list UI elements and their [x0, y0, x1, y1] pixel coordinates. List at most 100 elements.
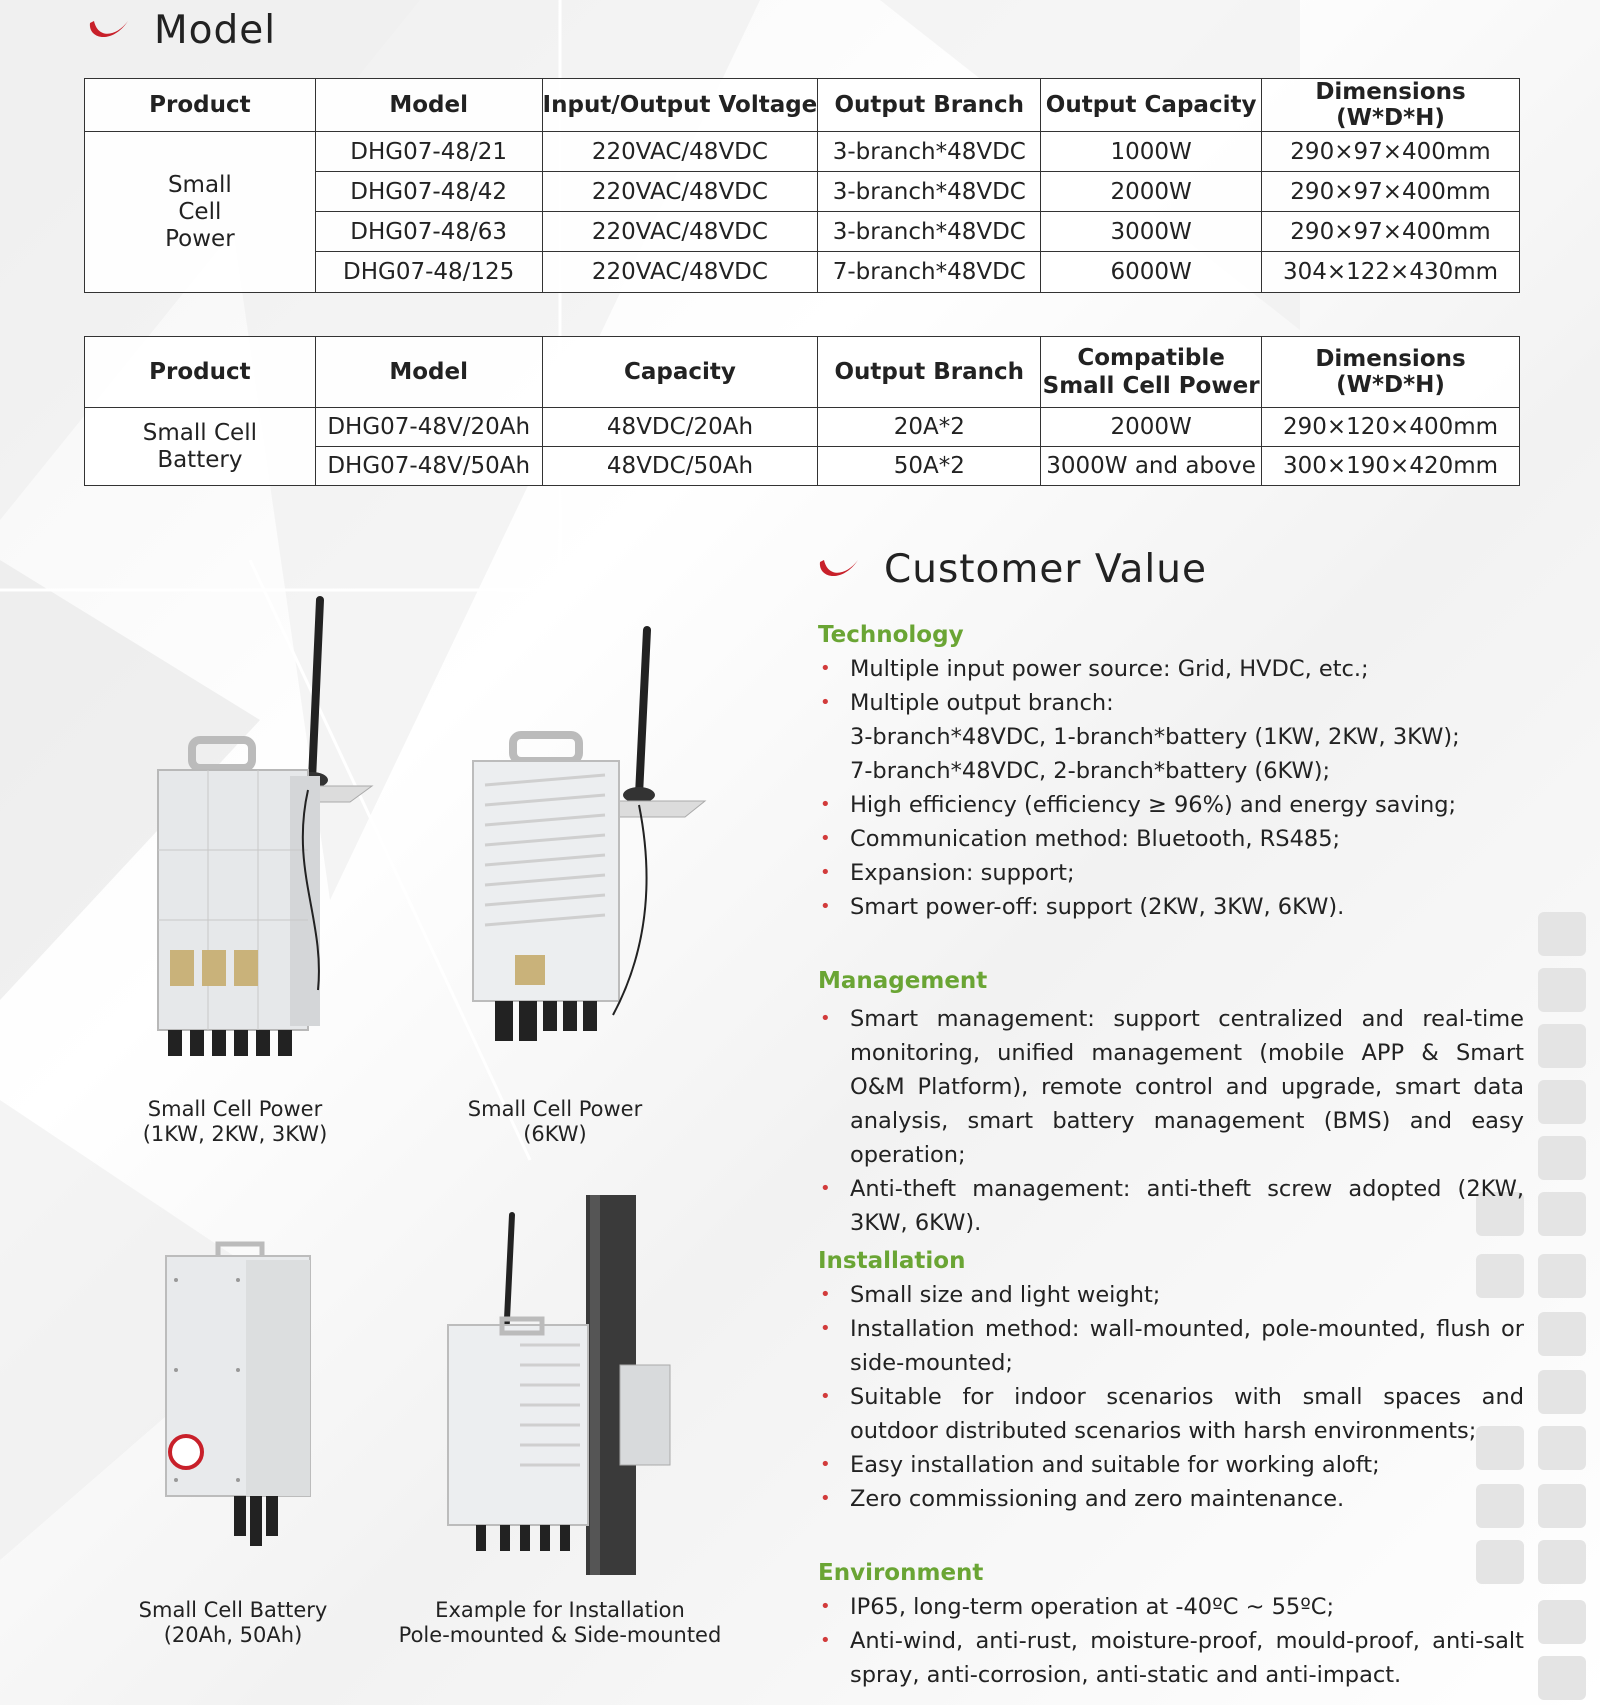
compatible-cell: 3000W and above	[1040, 446, 1263, 486]
branch-cell: 7-branch*48VDC	[817, 251, 1042, 293]
table-header-row: Product Model Capacity Output Branch Com…	[84, 336, 1520, 408]
dimensions-cell: 300×190×420mm	[1261, 446, 1520, 486]
list-item: High efficiency (efficiency ≥ 96%) and e…	[818, 788, 1524, 822]
capacity-cell: 6000W	[1040, 251, 1263, 293]
list-item: Easy installation and suitable for worki…	[818, 1448, 1524, 1482]
caption-line: Small Cell Battery	[138, 1598, 328, 1622]
dimensions-cell: 290×97×400mm	[1261, 211, 1520, 252]
list-item: Smart management: support centralized an…	[818, 1002, 1524, 1172]
product-line: Power	[165, 225, 235, 252]
list-item: Zero commissioning and zero maintenance.	[818, 1482, 1524, 1516]
header-line: Compatible	[1077, 345, 1225, 371]
model-title-text: Model	[154, 8, 277, 53]
list-item: Suitable for indoor scenarios with small…	[818, 1380, 1524, 1448]
list-item: Smart power-off: support (2KW, 3KW, 6KW)…	[818, 890, 1524, 924]
table-row: Small Cell Power DHG07-48/21 220VAC/48VD…	[84, 131, 1520, 293]
caption-installation-example: Example for Installation Pole-mounted & …	[390, 1598, 730, 1648]
environment-section: Environment IP65, long-term operation at…	[818, 1560, 1524, 1692]
list-item: Expansion: support;	[818, 856, 1524, 890]
header-cell: Dimensions (W*D*H)	[1261, 336, 1520, 408]
installation-section: Installation Small size and light weight…	[818, 1248, 1524, 1516]
capacity-cell: 48VDC/50Ah	[541, 446, 819, 486]
caption-line: Pole-mounted & Side-mounted	[398, 1623, 722, 1647]
small-cell-battery-table: Product Model Capacity Output Branch Com…	[84, 336, 1520, 486]
small-cell-power-table: Product Model Input/Output Voltage Outpu…	[84, 78, 1520, 293]
header-cell: Model	[314, 336, 543, 408]
model-cell: DHG07-48/125	[314, 251, 543, 293]
caption-small-cell-battery: Small Cell Battery (20Ah, 50Ah)	[108, 1598, 358, 1648]
table-row: Small Cell Battery DHG07-48V/20Ah 48VDC/…	[84, 407, 1520, 486]
header-cell: Dimensions (W*D*H)	[1261, 78, 1520, 132]
header-cell: Output Branch	[817, 336, 1042, 408]
product-cell: Small Cell Battery	[84, 407, 316, 486]
caption-line: (6KW)	[523, 1122, 587, 1146]
environment-heading: Environment	[818, 1560, 984, 1586]
management-section: Management Smart management: support cen…	[818, 968, 1524, 1240]
list-item: IP65, long-term operation at -40ºC ~ 55º…	[818, 1590, 1524, 1624]
customer-value-title: Customer Value	[816, 547, 1207, 592]
compatible-cell: 2000W	[1040, 407, 1263, 447]
capacity-cell: 3000W	[1040, 211, 1263, 252]
header-line: Small Cell Power	[1042, 373, 1260, 399]
list-item: Communication method: Bluetooth, RS485;	[818, 822, 1524, 856]
model-cell: DHG07-48V/20Ah	[314, 407, 543, 447]
caption-small-cell-power-1-3kw: Small Cell Power (1KW, 2KW, 3KW)	[110, 1097, 360, 1147]
header-cell: Output Capacity	[1040, 78, 1263, 132]
header-cell: Model	[314, 78, 543, 132]
header-cell: Capacity	[541, 336, 819, 408]
branch-cell: 3-branch*48VDC	[817, 131, 1042, 172]
header-cell: Output Branch	[817, 78, 1042, 132]
caption-line: Example for Installation	[435, 1598, 685, 1622]
list-item: Multiple input power source: Grid, HVDC,…	[818, 652, 1524, 686]
technology-heading: Technology	[818, 622, 964, 648]
caption-line: Small Cell Power	[147, 1097, 323, 1121]
management-heading: Management	[818, 968, 988, 994]
model-cell: DHG07-48V/50Ah	[314, 446, 543, 486]
product-cell: Small Cell Power	[84, 131, 316, 293]
installation-heading: Installation	[818, 1248, 966, 1274]
list-item: Anti-theft management: anti-theft screw …	[818, 1172, 1524, 1240]
list-item-continuation: 7-branch*48VDC, 2-branch*battery (6KW);	[850, 758, 1331, 784]
table-row: DHG07-48/42 220VAC/48VDC 3-branch*48VDC …	[85, 171, 1520, 212]
branch-cell: 3-branch*48VDC	[817, 171, 1042, 212]
dimensions-cell: 290×97×400mm	[1261, 131, 1520, 172]
swoosh-logo-icon	[819, 559, 858, 576]
header-cell: Input/Output Voltage	[541, 78, 819, 132]
product-line: Small	[167, 171, 232, 198]
small-cell-power-1-3kw-image	[157, 596, 374, 1056]
technology-section: Technology Multiple input power source: …	[818, 622, 1524, 924]
voltage-cell: 220VAC/48VDC	[541, 171, 819, 212]
swoosh-logo-icon	[89, 20, 128, 37]
list-item: Multiple output branch:	[818, 686, 1524, 720]
list-item: Small size and light weight;	[818, 1278, 1524, 1312]
voltage-cell: 220VAC/48VDC	[541, 131, 819, 172]
header-cell: Product	[84, 336, 316, 408]
customer-value-title-text: Customer Value	[884, 547, 1207, 592]
table-row: DHG07-48/125 220VAC/48VDC 7-branch*48VDC…	[85, 251, 1520, 293]
branch-cell: 50A*2	[817, 446, 1042, 486]
capacity-cell: 48VDC/20Ah	[541, 407, 819, 447]
product-line: Small Cell	[142, 419, 257, 446]
header-cell: Compatible Small Cell Power	[1040, 336, 1263, 408]
model-cell: DHG07-48/42	[314, 171, 543, 212]
product-line: Cell	[178, 198, 222, 225]
capacity-cell: 2000W	[1040, 171, 1263, 212]
installation-example-image	[447, 1195, 671, 1575]
model-cell: DHG07-48/63	[314, 211, 543, 252]
dimensions-cell: 290×97×400mm	[1261, 171, 1520, 212]
dimensions-cell: 304×122×430mm	[1261, 251, 1520, 293]
product-line: Battery	[157, 446, 243, 473]
list-item: Anti-wind, anti-rust, moisture-proof, mo…	[818, 1624, 1524, 1692]
capacity-cell: 1000W	[1040, 131, 1263, 172]
list-item: Installation method: wall-mounted, pole-…	[818, 1312, 1524, 1380]
table-header-row: Product Model Input/Output Voltage Outpu…	[84, 78, 1520, 132]
voltage-cell: 220VAC/48VDC	[541, 251, 819, 293]
small-cell-power-6kw-image	[472, 626, 707, 1041]
dimensions-cell: 290×120×400mm	[1261, 407, 1520, 447]
header-cell: Product	[84, 78, 316, 132]
table-row: DHG07-48/63 220VAC/48VDC 3-branch*48VDC …	[85, 211, 1520, 252]
small-cell-battery-image	[165, 1241, 311, 1546]
caption-line: Small Cell Power	[467, 1097, 643, 1121]
branch-cell: 20A*2	[817, 407, 1042, 447]
model-section-title: Model	[86, 8, 276, 53]
